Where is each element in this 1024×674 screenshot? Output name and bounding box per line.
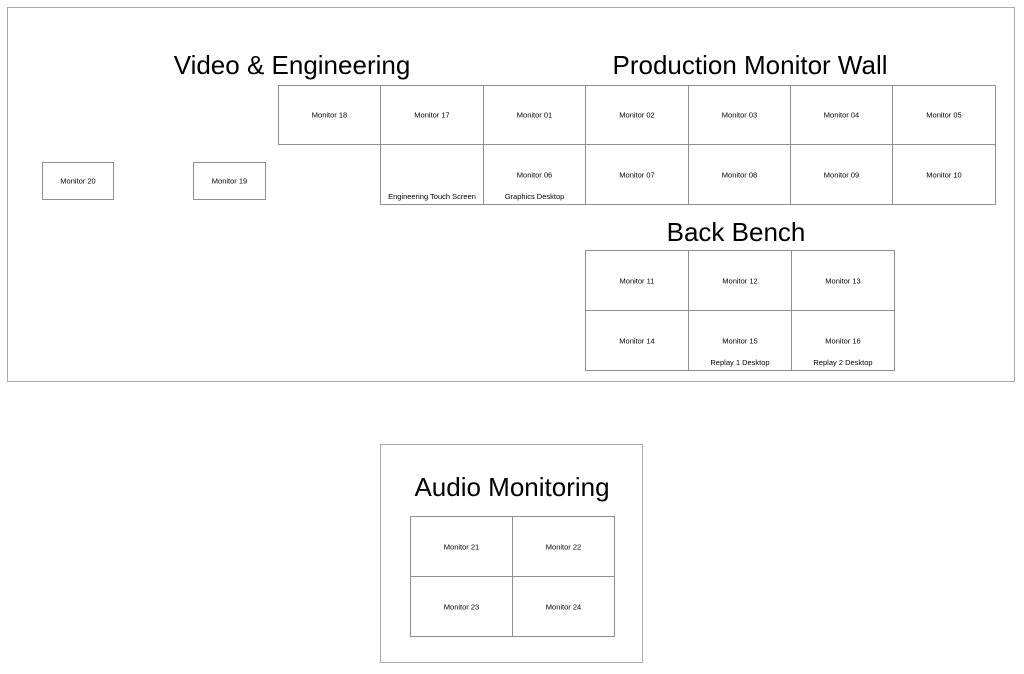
monitor-23-box[interactable]: Monitor 23: [410, 576, 513, 637]
monitor-label: Monitor 20: [60, 176, 96, 186]
monitor-label: Monitor 21: [443, 542, 480, 551]
monitor-04-box[interactable]: Monitor 04: [790, 85, 893, 145]
monitor-19-box[interactable]: Monitor 19: [193, 162, 266, 200]
monitor-label: Monitor 04: [823, 110, 860, 120]
monitor-14-box[interactable]: Monitor 14: [585, 310, 689, 371]
monitor-label: Monitor 02: [619, 110, 655, 120]
monitor-label: Monitor 15: [722, 336, 758, 345]
monitor-label: Monitor 17: [414, 110, 450, 120]
monitor-08-box[interactable]: Monitor 08: [688, 144, 791, 205]
monitor-06-box[interactable]: Monitor 06 Graphics Desktop: [483, 144, 586, 205]
monitor-01-box[interactable]: Monitor 01: [483, 85, 586, 145]
monitor-label: Monitor 07: [619, 170, 655, 179]
monitor-label: Monitor 12: [722, 276, 758, 285]
monitor-label: Monitor 22: [545, 542, 582, 551]
monitor-22-box[interactable]: Monitor 22: [512, 516, 615, 577]
monitor-15-box[interactable]: Monitor 15 Replay 1 Desktop: [688, 310, 792, 371]
monitor-11-box[interactable]: Monitor 11: [585, 250, 689, 311]
monitor-sublabel: Replay 1 Desktop: [710, 358, 770, 367]
monitor-10-box[interactable]: Monitor 10: [892, 144, 996, 205]
monitor-09-box[interactable]: Monitor 09: [790, 144, 893, 205]
monitor-label: Monitor 03: [721, 110, 758, 120]
monitor-label: Monitor 10: [926, 170, 962, 179]
monitor-label: Monitor 16: [825, 336, 861, 345]
section-title-production-monitor-wall: Production Monitor Wall: [612, 50, 888, 80]
monitor-18-box[interactable]: Monitor 18: [278, 85, 381, 145]
section-title-back-bench: Back Bench: [666, 217, 806, 247]
monitor-label: Monitor 05: [926, 110, 962, 120]
monitor-03-box[interactable]: Monitor 03: [688, 85, 791, 145]
monitor-label: Monitor 13: [825, 276, 861, 285]
section-title-audio-monitoring: Audio Monitoring: [414, 472, 610, 502]
monitor-label: Monitor 09: [823, 170, 860, 179]
monitor-12-box[interactable]: Monitor 12: [688, 250, 792, 311]
monitor-label: Monitor 14: [619, 336, 655, 345]
monitor-13-box[interactable]: Monitor 13: [791, 250, 895, 311]
monitor-07-box[interactable]: Monitor 07: [585, 144, 689, 205]
monitor-label: Monitor 23: [443, 602, 480, 611]
section-title-video-engineering: Video & Engineering: [173, 50, 411, 80]
monitor-label: Monitor 06: [516, 170, 553, 179]
monitor-24-box[interactable]: Monitor 24: [512, 576, 615, 637]
monitor-label: Monitor 08: [721, 170, 758, 179]
monitor-20-box[interactable]: Monitor 20: [42, 162, 114, 200]
monitor-sublabel: Replay 2 Desktop: [813, 358, 873, 367]
monitor-label: Monitor 01: [516, 110, 553, 120]
monitor-label: Monitor 18: [311, 110, 348, 120]
monitor-sublabel: Graphics Desktop: [504, 192, 565, 201]
monitor-17-box[interactable]: Monitor 17: [380, 85, 484, 145]
monitor-label: Monitor 24: [545, 602, 582, 611]
monitor-16-box[interactable]: Monitor 16 Replay 2 Desktop: [791, 310, 895, 371]
monitor-02-box[interactable]: Monitor 02: [585, 85, 689, 145]
monitor-label: Monitor 19: [211, 176, 248, 186]
monitor-label: Monitor 11: [619, 276, 655, 285]
monitor-05-box[interactable]: Monitor 05: [892, 85, 996, 145]
monitor-21-box[interactable]: Monitor 21: [410, 516, 513, 577]
monitor-sublabel: Engineering Touch Screen: [388, 192, 476, 201]
engineering-touch-screen-box[interactable]: Engineering Touch Screen: [380, 144, 484, 205]
